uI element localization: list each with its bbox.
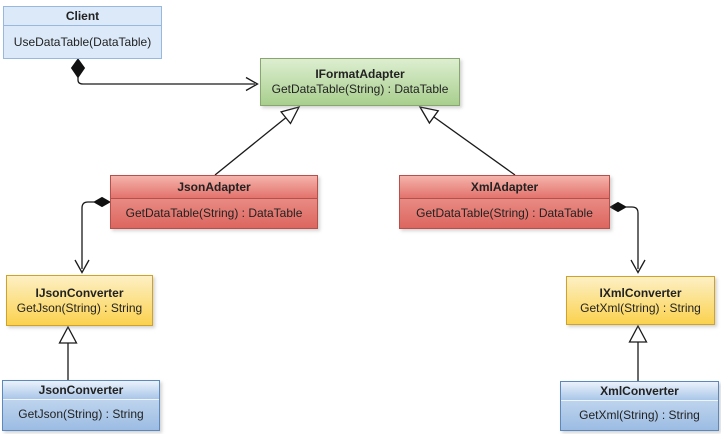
realization-edge-xmlconverter-ixmlconverter (628, 324, 648, 381)
realization-edge-jsonconverter-ijsonconverter (58, 325, 78, 380)
interface-title-iformatadapter: IFormatAdapter (315, 67, 405, 81)
class-title-xmlconverter: XmlConverter (561, 382, 718, 401)
class-title-xmladapter: XmlAdapter (400, 176, 609, 199)
class-method-jsonconverter: GetJson(String) : String (18, 406, 144, 421)
interface-title-ijsonconverter: IJsonConverter (35, 285, 124, 300)
class-box-xmladapter: XmlAdapter GetDataTable(String) : DataTa… (399, 175, 610, 229)
interface-method-iformatadapter: GetDataTable(String) : DataTable (271, 82, 449, 96)
class-title-jsonconverter: JsonConverter (3, 381, 159, 400)
composition-edge-xmladapter-ixmlconverter (608, 201, 646, 274)
composition-edge-jsonadapter-ijsonconverter (74, 196, 112, 274)
realization-edge-xmladapter-iformatadapter (418, 106, 516, 176)
class-title-jsonadapter: JsonAdapter (111, 176, 317, 199)
realization-triangle-icon (279, 105, 301, 125)
interface-method-ijsonconverter: GetJson(String) : String (16, 300, 143, 315)
composition-diamond-icon (92, 196, 112, 208)
open-arrowhead-icon (74, 259, 90, 274)
class-box-client: Client UseDataTable(DataTable) (3, 6, 162, 59)
interface-title-ixmlconverter: IXmlConverter (599, 285, 682, 300)
realization-edge-jsonadapter-iformatadapter (214, 105, 301, 176)
class-method-client: UseDataTable(DataTable) (13, 35, 152, 49)
interface-box-ixmlconverter: IXmlConverter GetXml(String) : String (566, 276, 715, 325)
composition-diamond-icon (70, 58, 86, 79)
class-box-jsonadapter: JsonAdapter GetDataTable(String) : DataT… (110, 175, 318, 229)
interface-box-ijsonconverter: IJsonConverter GetJson(String) : String (6, 275, 153, 326)
open-arrowhead-icon (245, 76, 259, 92)
class-title-client: Client (4, 7, 161, 26)
open-arrowhead-icon (630, 259, 646, 274)
class-method-jsonadapter: GetDataTable(String) : DataTable (125, 205, 303, 220)
class-box-jsonconverter: JsonConverter GetJson(String) : String (2, 380, 160, 431)
class-method-xmlconverter: GetXml(String) : String (579, 407, 700, 422)
realization-triangle-icon (58, 325, 78, 344)
interface-box-iformatadapter: IFormatAdapter GetDataTable(String) : Da… (260, 58, 460, 106)
class-box-xmlconverter: XmlConverter GetXml(String) : String (560, 381, 719, 431)
realization-triangle-icon (628, 324, 648, 343)
class-method-xmladapter: GetDataTable(String) : DataTable (416, 205, 593, 220)
realization-triangle-icon (418, 106, 440, 125)
interface-method-ixmlconverter: GetXml(String) : String (580, 300, 701, 315)
composition-edge-client-iformatadapter (70, 58, 259, 92)
composition-diamond-icon (608, 201, 628, 213)
